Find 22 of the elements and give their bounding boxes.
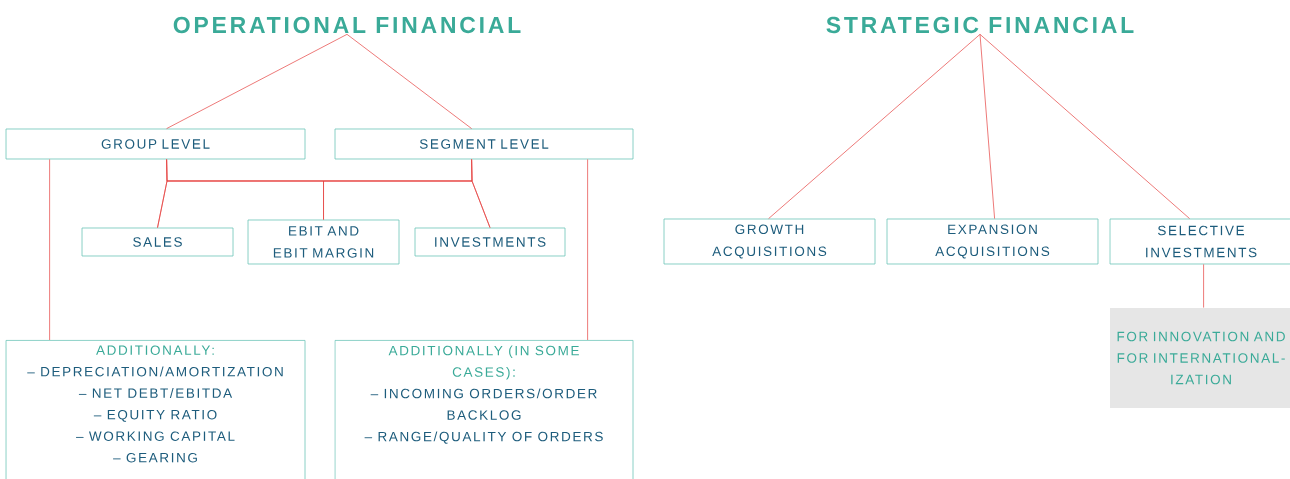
connector-line bbox=[49, 159, 50, 341]
category-box: EXPANSION ACQUISITIONS bbox=[886, 218, 1099, 265]
category-box: GROWTH ACQUISITIONS bbox=[663, 218, 876, 265]
note-box: FOR INNOVATION AND FOR INTERNATIONAL-IZATION bbox=[1110, 308, 1290, 408]
heading-text: STRATEGIC FINANCIAL bbox=[826, 16, 1134, 34]
metric-box: INVESTMENTS bbox=[414, 227, 566, 257]
level-box: SEGMENT LEVEL bbox=[334, 128, 634, 160]
metric-box: EBIT AND EBIT MARGIN bbox=[247, 219, 400, 265]
connector-line bbox=[587, 159, 588, 341]
note-box: ADDITIONALLY (IN SOME CASES): – INCOMING ORDERS/ORDER BACKLOG – RANGE/QUALITY OF ORDERS bbox=[334, 340, 634, 479]
connector-line bbox=[166, 34, 348, 129]
connector-line bbox=[1203, 264, 1204, 308]
category-box: SELECTIVE INVESTMENTS bbox=[1109, 218, 1290, 265]
note-box: ADDITIONALLY: – DEPRECIATION/AMORTIZATION – NET DEBT/EBITDA – EQUITY RATIO – WORKING CAPITAL – GEARING bbox=[5, 340, 306, 479]
connector-line bbox=[979, 34, 1190, 219]
connector-line bbox=[471, 159, 491, 228]
connector-line bbox=[768, 34, 981, 219]
connector-line bbox=[346, 34, 472, 129]
level-box: GROUP LEVEL bbox=[5, 128, 306, 160]
heading-text: OPERATIONAL FINANCIAL bbox=[173, 16, 521, 34]
connector-line bbox=[979, 34, 995, 219]
metric-box: SALES bbox=[81, 227, 234, 257]
